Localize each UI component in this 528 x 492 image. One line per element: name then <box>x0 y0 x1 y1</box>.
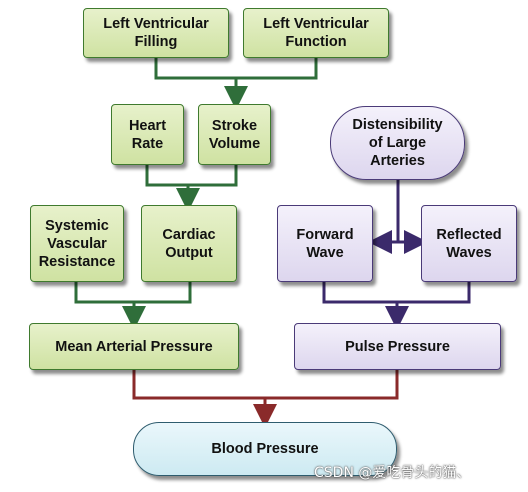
node-lv-filling-label: Left Ventricular Filling <box>103 16 209 50</box>
node-pulse-pressure-label: Pulse Pressure <box>345 338 450 355</box>
connector-lv-to-stroke-volume <box>154 58 318 98</box>
connector-map-pp-to-blood-pressure <box>132 370 399 416</box>
node-distensibility: Distensibility of Large Arteries <box>330 106 465 180</box>
node-heart-rate: Heart Rate <box>111 104 184 165</box>
node-mean-arterial-pressure-label: Mean Arterial Pressure <box>55 338 213 355</box>
node-pulse-pressure: Pulse Pressure <box>294 323 501 370</box>
node-svr: Systemic Vascular Resistance <box>30 205 124 282</box>
node-cardiac-output: Cardiac Output <box>141 205 237 282</box>
node-lv-function: Left Ventricular Function <box>243 8 389 58</box>
node-forward-wave-label: Forward Wave <box>296 226 354 261</box>
watermark: CSDN @爱吃骨头的猫、 <box>314 465 471 481</box>
node-lv-filling: Left Ventricular Filling <box>83 8 229 58</box>
node-svr-label: Systemic Vascular Resistance <box>38 217 116 270</box>
node-reflected-waves: Reflected Waves <box>421 205 517 282</box>
connector-waves-to-pulse-pressure <box>322 282 471 318</box>
connector-hr-sv-to-cardiac-output <box>145 165 238 200</box>
node-stroke-volume: Stroke Volume <box>198 104 271 165</box>
node-reflected-waves-label: Reflected Waves <box>436 226 502 261</box>
node-heart-rate-label: Heart Rate <box>128 117 167 152</box>
connector-svr-co-to-map <box>74 282 192 318</box>
node-lv-function-label: Left Ventricular Function <box>263 16 369 50</box>
node-forward-wave: Forward Wave <box>277 205 373 282</box>
node-stroke-volume-label: Stroke Volume <box>208 117 261 152</box>
node-distensibility-label: Distensibility of Large Arteries <box>352 117 443 169</box>
node-blood-pressure-label: Blood Pressure <box>211 441 319 457</box>
node-cardiac-output-label: Cardiac Output <box>162 226 216 261</box>
node-mean-arterial-pressure: Mean Arterial Pressure <box>29 323 239 370</box>
node-blood-pressure: Blood Pressure <box>133 422 397 476</box>
